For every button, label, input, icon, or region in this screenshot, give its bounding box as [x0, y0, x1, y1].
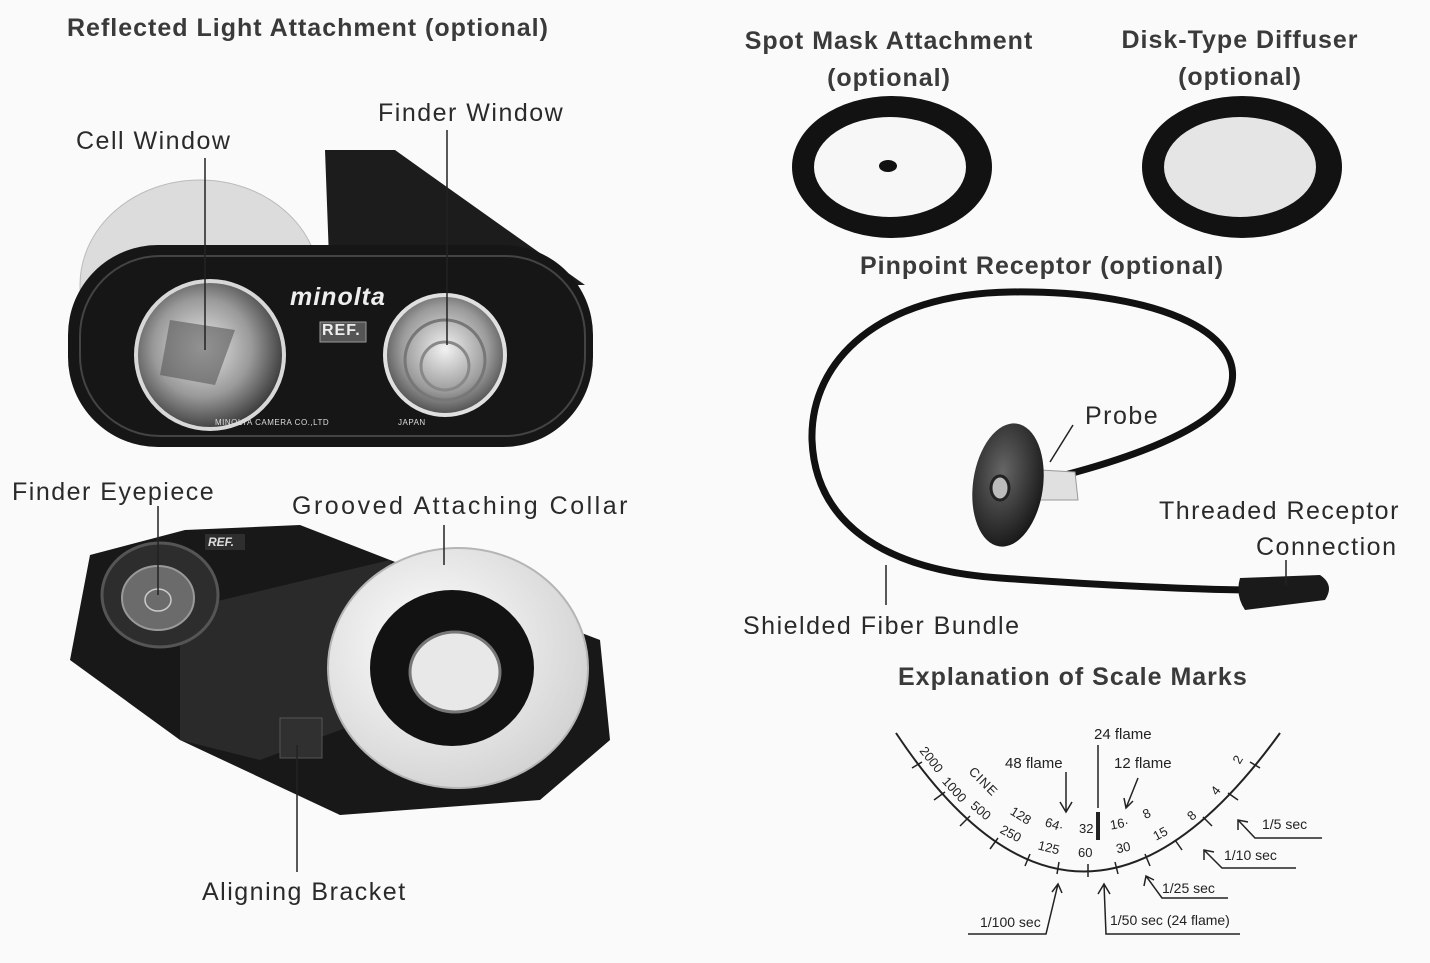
finder-window-ring-2 — [419, 340, 471, 392]
aligning-bracket-block — [279, 717, 323, 759]
scale-diagram — [895, 732, 1322, 935]
probe-label: Probe — [1085, 402, 1160, 430]
country-text: JAPAN — [398, 418, 426, 427]
spot-mask-optional: (optional) — [827, 64, 951, 92]
grooved-collar-label: Grooved Attaching Collar — [292, 492, 630, 520]
diffuser-title: Disk-Type Diffuser — [1121, 26, 1359, 54]
threaded-connector — [1238, 575, 1329, 610]
front-plate-rim — [79, 255, 586, 437]
sec5-leader — [1237, 819, 1322, 839]
spot-mask-title: Spot Mask Attachment — [744, 27, 1034, 55]
ref-badge-rear — [205, 534, 245, 550]
diffuser-optional: (optional) — [1178, 63, 1302, 91]
scale-ticks — [911, 761, 1261, 877]
sec-50-label: 1/50 sec (24 flame) — [1110, 912, 1230, 928]
cell-window-reflection — [160, 320, 235, 385]
scale-arc — [895, 732, 1281, 873]
sec100-leader — [968, 882, 1063, 935]
ref-badge: REF. — [322, 322, 361, 339]
leader-lines — [157, 130, 1287, 872]
cell-window-label: Cell Window — [76, 127, 232, 155]
threaded-connection-label-1: Threaded Receptor — [1159, 497, 1400, 525]
fiber-bundle-cable — [808, 288, 1256, 594]
collar-lens — [408, 630, 502, 714]
reflected-attachment-title: Reflected Light Attachment (optional) — [67, 14, 549, 42]
mark-30: 30 — [1114, 838, 1132, 857]
flame-12-arrow — [1123, 777, 1139, 810]
flame-24-label: 24 flame — [1094, 726, 1152, 743]
diffuser-photo — [1142, 96, 1342, 238]
fiber-bundle-label: Shielded Fiber Bundle — [743, 612, 1021, 640]
threaded-connection-label-2: Connection — [1256, 533, 1398, 561]
sec50-leader — [1097, 882, 1240, 935]
pinpoint-title: Pinpoint Receptor (optional) — [860, 252, 1225, 280]
sec-10-label: 1/10 sec — [1224, 847, 1277, 863]
ref-badge-rear-text: REF. — [208, 535, 235, 549]
sec10-leader — [1203, 849, 1296, 869]
finder-window-label: Finder Window — [378, 99, 565, 127]
scale-title: Explanation of Scale Marks — [898, 663, 1248, 691]
reflected-attachment-rear-photo — [70, 525, 610, 815]
pinpoint-receptor-photo — [808, 288, 1329, 610]
sec-5-label: 1/5 sec — [1262, 816, 1308, 832]
flame-48-arrow — [1059, 772, 1073, 814]
mark-16: 16· — [1108, 814, 1130, 833]
reflected-attachment-photo — [68, 150, 593, 447]
mark-32: 32 — [1079, 821, 1094, 836]
maker-text: MINOLTA CAMERA CO.,LTD — [215, 418, 330, 427]
aligning-bracket-label: Aligning Bracket — [202, 878, 407, 906]
ref-badge-box — [319, 321, 367, 343]
sec25-leader — [1143, 874, 1228, 899]
flame-12-label: 12 flame — [1114, 755, 1172, 772]
brand-logo-text: minolta — [290, 283, 386, 311]
sec-100-label: 1/100 sec — [980, 914, 1041, 930]
probe-neck — [1039, 469, 1079, 501]
sec-25-label: 1/25 sec — [1162, 880, 1215, 896]
spot-mask-photo — [792, 96, 992, 238]
finder-window-lens — [383, 293, 507, 417]
flame-48-label: 48 flame — [1005, 755, 1063, 772]
finder-eyepiece-label: Finder Eyepiece — [12, 478, 216, 506]
probe-lens — [989, 474, 1011, 502]
mark-60: 60 — [1078, 845, 1093, 860]
finder-window-ring-1 — [403, 318, 487, 402]
